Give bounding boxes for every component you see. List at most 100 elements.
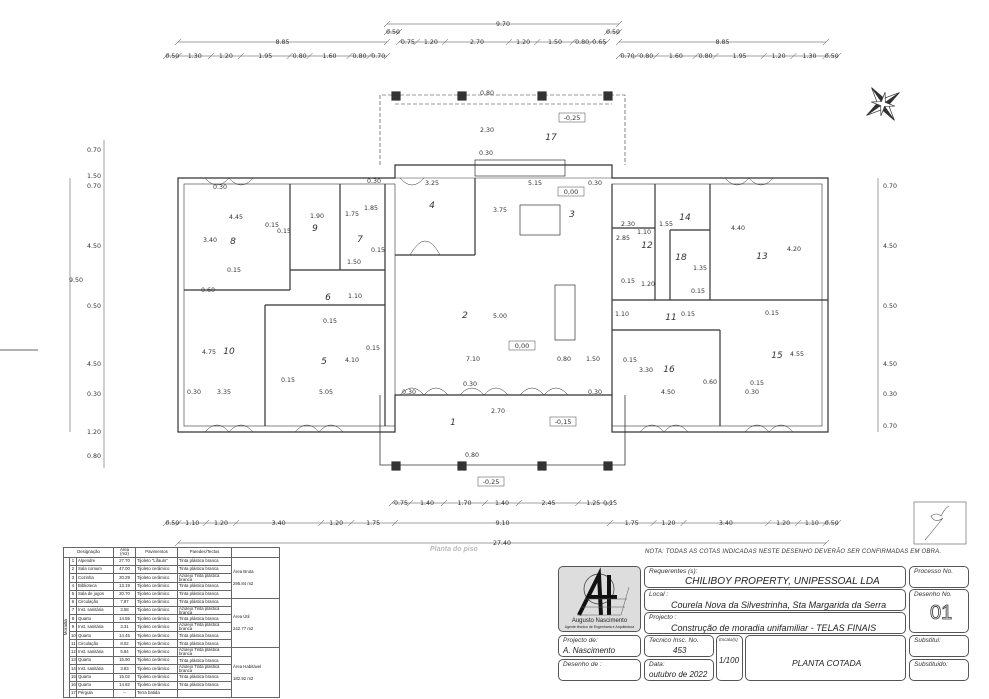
logo-name: Augusto Nascimento (571, 618, 628, 624)
level-label: -0,25 (483, 478, 500, 486)
dimension-label: 1.75 (625, 520, 639, 527)
row-number: 3 (69, 572, 77, 583)
row-designacao: Sala de jogos (75, 589, 115, 599)
dimension-label: 2.85 (616, 235, 630, 242)
dimension-label: 0.15 (681, 311, 695, 318)
row-number: 4 (69, 581, 77, 591)
dimension-tick (680, 519, 687, 527)
row-number: 11 (69, 639, 77, 649)
room-number: 9 (312, 224, 318, 234)
dimension-label: 0.15 (603, 500, 617, 507)
dimension-label: 0.80 (557, 356, 571, 363)
area-table: Designação Área (m2) Pavimentos Paredes/… (62, 547, 281, 698)
row-paredes: Tinta plástica branca (177, 556, 233, 566)
substitui-field: Substitui: (909, 635, 969, 657)
dimension-tick (603, 38, 611, 46)
dimension-label: 1.85 (364, 205, 378, 212)
dimension-label: 1.10 (348, 293, 362, 300)
kitchen-island (519, 204, 561, 236)
dimension-label: 9.70 (496, 21, 510, 28)
row-paredes: Tinta plástica branca (177, 614, 233, 624)
row-area: 8.02 (113, 639, 137, 649)
room-number: 5 (321, 357, 327, 367)
row-number: 7 (69, 605, 77, 616)
level-marker (558, 112, 586, 123)
dimension-label: 0.15 (227, 267, 241, 274)
level-label: -0,15 (555, 418, 572, 426)
logo-subtitle: Agente técnico de Engenharia e Arquitect… (564, 625, 635, 629)
row-area: 3.83 (113, 664, 137, 674)
drawing-title: Planta do piso (430, 546, 478, 553)
fireplace (554, 284, 576, 341)
dimension-tick (794, 519, 802, 527)
dimension-tick (615, 28, 623, 36)
row-area: 7.87 (113, 597, 137, 607)
row-designacao: Cozinha (75, 572, 115, 583)
dimension-label: 27.40 (493, 540, 511, 547)
row-pavimento: Tijoleto cerâmico (135, 581, 179, 591)
requerentes-value: CHILIBOY PROPERTY, UNIPESSOAL LDA (685, 576, 880, 587)
dimension-label: 1.30 (188, 53, 202, 60)
projecto-label: Projecto : (649, 614, 677, 621)
dimension-label: 1.40 (495, 500, 509, 507)
dimension-tick (174, 38, 182, 46)
dimension-label: 0.15 (750, 380, 764, 387)
dimension-label: 3.35 (217, 389, 231, 396)
dimension-tick (383, 28, 391, 36)
local-value: Courela Nova da Silvestrinha, Sta Margar… (671, 600, 887, 610)
interior-walls (184, 177, 828, 426)
pergola-outline (379, 94, 626, 165)
row-pavimento: Tijoleto cerâmico (135, 572, 179, 583)
data-value: outubro de 2022 (649, 670, 708, 679)
dimension-tick (692, 52, 699, 60)
dimension-label: 0.15 (323, 318, 337, 325)
dimension-label: 0.50 (883, 303, 897, 310)
dimension-label: 1.35 (693, 265, 707, 272)
dimension-tick (383, 20, 391, 28)
row-designacao: Alpendre (75, 556, 115, 566)
row-paredes: Tinta plástica branca (177, 631, 233, 641)
dimension-tick (534, 38, 541, 46)
dimension-tick (515, 499, 523, 507)
dimension-tick (588, 38, 595, 46)
dimension-label: 1.20 (424, 39, 438, 46)
row-pavimento: Tijoleto cerâmico (135, 622, 179, 633)
room-number: 14 (679, 213, 691, 223)
row-designacao: Quarto (75, 656, 115, 666)
dimension-label: 4.50 (661, 389, 675, 396)
desenho-no-value: 01 (930, 602, 953, 625)
dimension-label: 0.15 (277, 228, 291, 235)
dimension-label: 1.70 (458, 500, 472, 507)
row-number: 16 (69, 680, 77, 690)
dimension-label: 1.75 (345, 211, 359, 218)
row-number: 12 (69, 647, 77, 658)
dimension-label: 0.30 (187, 389, 201, 396)
projecto-value: Construção de moradia unifamiliar - TELA… (671, 623, 877, 633)
room-number: 1 (450, 418, 456, 428)
north-arrow-icon (866, 87, 900, 121)
level-marker (549, 416, 577, 427)
row-number: 6 (69, 597, 77, 607)
dimension-label: 1.20 (214, 520, 228, 527)
dimension-label: 0.75 (394, 500, 408, 507)
dimension-label: 1.20 (776, 520, 790, 527)
row-area: 14.45 (113, 631, 137, 641)
dimension-label: 7.10 (466, 356, 480, 363)
dimension-tick (633, 52, 640, 60)
dimension-label: 0.80 (480, 90, 494, 97)
dimension-label: 0.70 (621, 53, 635, 60)
projecto-field: Projecto : Construção de moradia unifami… (644, 612, 906, 634)
columns (391, 91, 613, 471)
dimension-label: 0.80 (353, 53, 367, 60)
dimension-tick (383, 38, 391, 46)
dimension-tick (413, 38, 420, 46)
dimension-label: 0.80 (575, 39, 589, 46)
room-number: 15 (771, 351, 783, 361)
level-label: 0,00 (564, 188, 578, 196)
row-pavimento: Tijoleto cerâmico (135, 564, 179, 574)
dimension-tick (615, 20, 623, 28)
dimension-label: 0.30 (463, 381, 477, 388)
dimension-label: 1.30 (803, 53, 817, 60)
col-totals (231, 547, 281, 558)
